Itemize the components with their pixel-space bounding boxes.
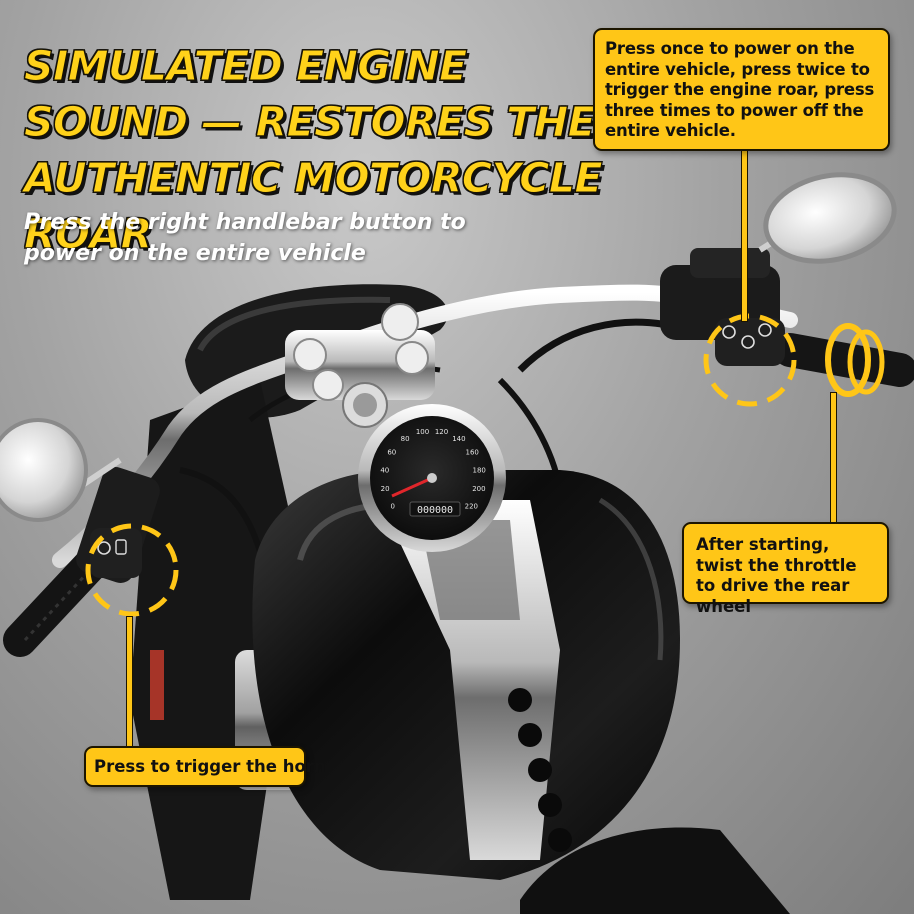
switch-icon[interactable] [115, 539, 127, 555]
odometer-readout: 000000 [417, 505, 453, 516]
power-icon[interactable] [722, 325, 736, 339]
right-switch-housing [715, 318, 785, 366]
throttle-twist-arrows [825, 323, 885, 397]
speedometer-tick-label: 120 [435, 428, 448, 436]
speedometer-tick-label: 60 [387, 449, 396, 457]
riser-clamp [285, 303, 435, 428]
speedometer-tick-label: 220 [465, 503, 478, 511]
headline: SIMULATED ENGINE SOUND — RESTORES THE AU… [24, 42, 603, 259]
speedometer-tick-label: 100 [416, 428, 429, 436]
speedometer-tick-label: 80 [401, 435, 410, 443]
horn-button-highlight [85, 523, 179, 617]
speedometer-tick-label: 0 [390, 503, 394, 511]
speedometer-tick-label: 140 [452, 435, 465, 443]
speedometer-tick-label: 40 [380, 466, 389, 474]
right-mirror [758, 172, 897, 264]
callout-throttle: After starting, twist the throttle to dr… [682, 522, 889, 616]
speedometer-tick-label: 20 [381, 485, 390, 493]
callout-power-button: Press once to power on the entire vehicl… [593, 28, 890, 151]
left-switch-housing [90, 528, 142, 578]
callout-horn-button: Press to trigger the horn [84, 746, 326, 787]
speedometer-tick-label: 180 [473, 466, 486, 474]
horn-icon[interactable] [741, 335, 755, 349]
speedometer-tick-label: 200 [472, 485, 485, 493]
lights-icon[interactable] [758, 323, 772, 337]
power-button-highlight [703, 313, 797, 407]
leader-line-horn [126, 616, 133, 748]
left-mirror [0, 418, 122, 522]
speedometer-tick-label: 160 [466, 449, 479, 457]
leader-line-throttle [830, 392, 837, 524]
tank-console [380, 500, 572, 860]
horn-icon[interactable] [97, 541, 111, 555]
leader-line-power [741, 150, 748, 322]
subtitle: Press the right handlebar button to powe… [24, 210, 466, 266]
